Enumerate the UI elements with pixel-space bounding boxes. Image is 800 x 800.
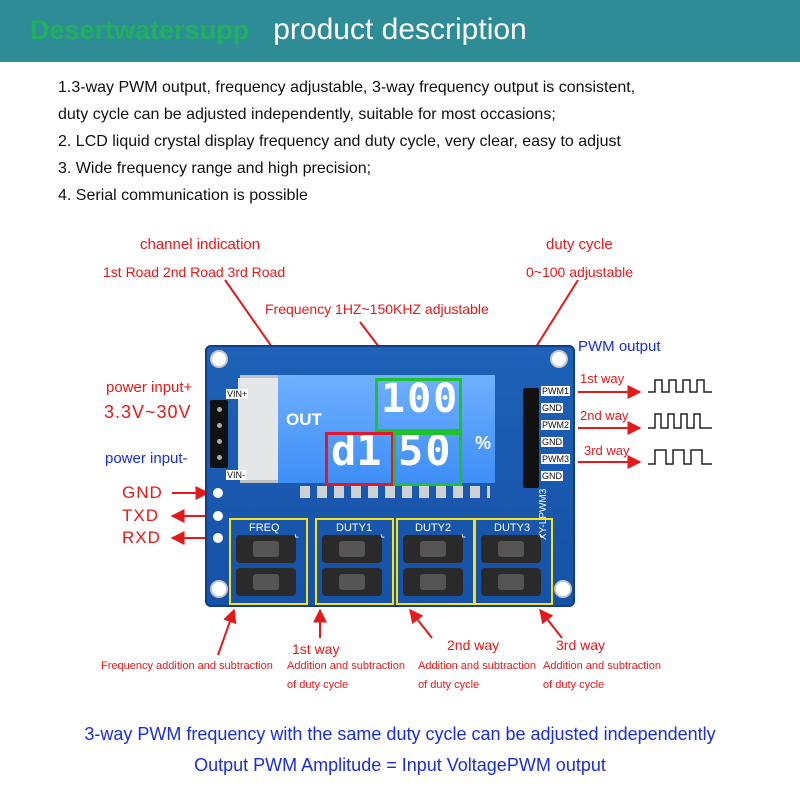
pwm-header <box>523 388 539 488</box>
lcd-percent: % <box>475 433 492 453</box>
arrow-freq-btn <box>217 608 237 656</box>
callout-power-plus: power input+ <box>106 379 193 396</box>
pin-label-gnd-2: GND <box>541 437 563 447</box>
header-banner: product description Desertwatersupp <box>0 0 800 62</box>
label-duty3-add-sub: Addition and subtraction <box>543 660 662 672</box>
desc-line-1: 1.3-way PWM output, frequency adjustable… <box>58 79 636 96</box>
callout-pwm-output: PWM output <box>578 338 661 355</box>
label-way-1: 1st way <box>292 641 340 657</box>
footer-line-2: Output PWM Amplitude = Input VoltagePWM … <box>194 755 606 775</box>
label-duty3: DUTY3 <box>494 522 531 534</box>
pin-label-pwm1: PWM1 <box>541 386 570 396</box>
watermark: Desertwatersupp <box>30 15 250 45</box>
label-way-3: 3rd way <box>556 637 606 653</box>
rxd-pad <box>213 533 223 543</box>
desc-line-5: 4. Serial communication is possible <box>58 187 308 204</box>
arrow-duty3-btn <box>539 608 563 639</box>
arrow-duty2-btn <box>409 608 433 639</box>
highlight-frequency <box>375 378 462 432</box>
desc-line-2: duty cycle can be adjusted independently… <box>58 106 556 123</box>
button-group-duty3 <box>474 518 553 605</box>
callout-power-minus: power input- <box>105 450 188 467</box>
callout-channel-indication: channel indication <box>140 236 261 253</box>
callout-roads: 1st Road 2nd Road 3rd Road <box>103 264 286 280</box>
pin-label-pwm2: PWM2 <box>541 420 570 430</box>
callout-txd: TXD <box>122 506 159 525</box>
label-duty2-of-duty: of duty cycle <box>418 679 480 691</box>
callout-duty-range: 0~100 adjustable <box>526 264 634 280</box>
pwm-wave-1 <box>648 379 712 393</box>
label-duty1-add-sub: Addition and subtraction <box>287 660 406 672</box>
lcd-frequency-value: 100 <box>381 376 460 422</box>
txd-pad <box>213 511 223 521</box>
callout-voltage: 3.3V~30V <box>104 402 192 422</box>
pwm-wave-2 <box>648 413 712 429</box>
label-duty1: DUTY1 <box>336 522 373 534</box>
mounting-hole-bl <box>210 580 228 598</box>
duty3-minus-button[interactable] <box>481 568 541 596</box>
duty2-minus-button[interactable] <box>403 568 463 596</box>
duty2-plus-button[interactable] <box>403 535 463 563</box>
label-duty2: DUTY2 <box>415 522 452 534</box>
label-freq-add-sub: Frequency addition and subtraction <box>101 660 273 672</box>
button-group-freq <box>229 518 308 605</box>
desc-line-4: 3. Wide frequency range and high precisi… <box>58 160 372 177</box>
label-duty2-add-sub: Addition and subtraction <box>418 660 537 672</box>
duty3-plus-button[interactable] <box>481 535 541 563</box>
duty1-plus-button[interactable] <box>322 535 382 563</box>
callout-rxd: RXD <box>122 528 161 547</box>
pwm-wave-3 <box>648 449 712 465</box>
button-group-duty1 <box>315 518 394 605</box>
vin-header <box>210 400 228 468</box>
callout-way-1: 1st way <box>580 371 625 386</box>
highlight-duty <box>393 432 462 486</box>
mounting-hole-tl <box>210 350 228 368</box>
label-duty1-of-duty: of duty cycle <box>287 679 349 691</box>
page-title: product description <box>273 13 527 46</box>
callout-frequency: Frequency 1HZ~150KHZ adjustable <box>265 301 489 317</box>
label-duty3-of-duty: of duty cycle <box>543 679 605 691</box>
pin-label-gnd-3: GND <box>541 471 563 481</box>
label-freq: FREQ <box>249 522 280 534</box>
desc-line-3: 2. LCD liquid crystal display frequency … <box>58 133 621 150</box>
label-way-2: 2nd way <box>447 637 500 653</box>
footer-line-1: 3-way PWM frequency with the same duty c… <box>84 724 716 744</box>
callout-gnd: GND <box>122 483 163 502</box>
lcd-pins <box>300 486 490 498</box>
callout-way-2: 2nd way <box>580 408 629 423</box>
lcd-out-label: OUT <box>286 410 322 429</box>
pin-label-pwm3: PWM3 <box>541 454 570 464</box>
callout-way-3: 3rd way <box>584 443 630 458</box>
vin-plus-label: VIN+ <box>226 389 249 399</box>
highlight-channel <box>325 432 394 486</box>
gnd-pad <box>213 488 223 498</box>
callout-duty-cycle: duty cycle <box>546 236 613 253</box>
freq-minus-button[interactable] <box>236 568 296 596</box>
freq-plus-button[interactable] <box>236 535 296 563</box>
mounting-hole-br <box>554 580 572 598</box>
vin-minus-label: VIN- <box>226 470 246 480</box>
pin-label-gnd-1: GND <box>541 403 563 413</box>
mounting-hole-tr <box>550 350 568 368</box>
duty1-minus-button[interactable] <box>322 568 382 596</box>
